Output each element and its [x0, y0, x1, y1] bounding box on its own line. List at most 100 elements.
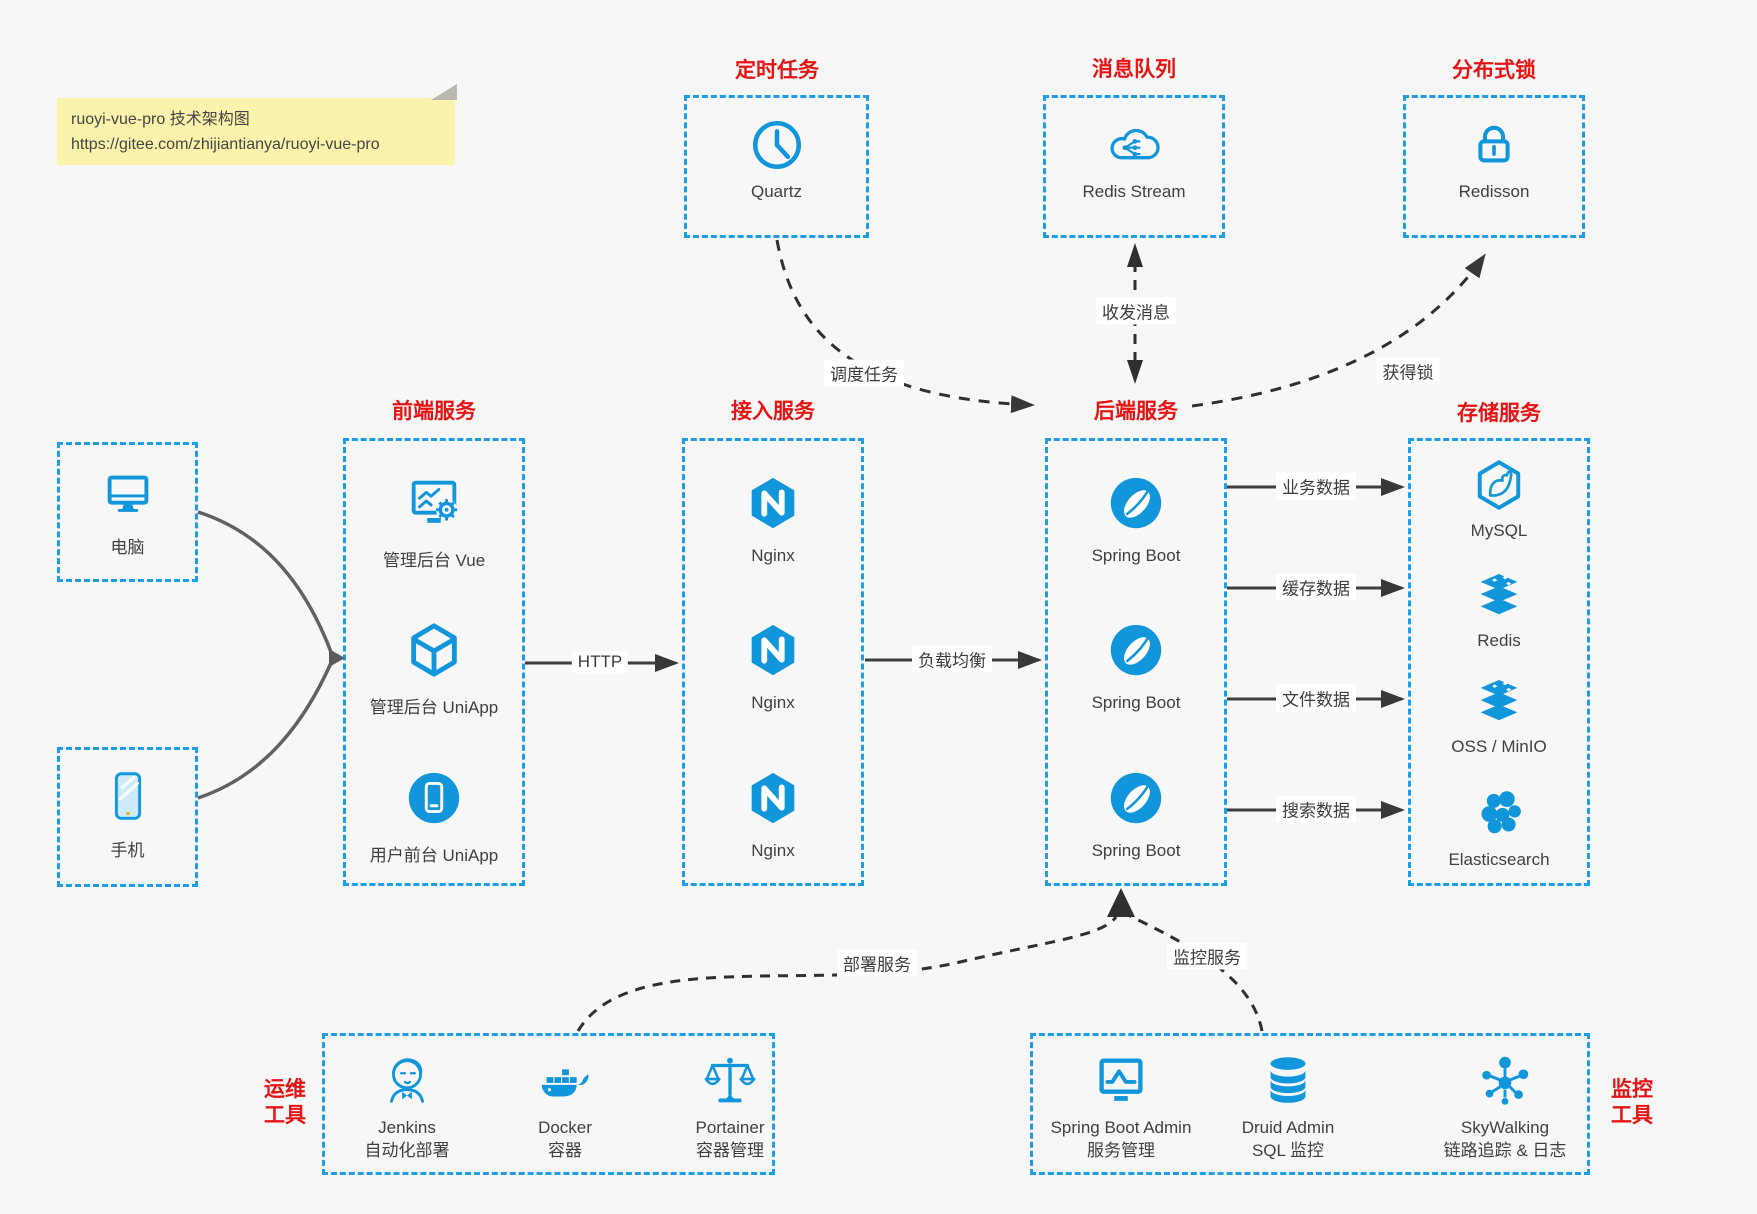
ops-label-line1: 运维: [264, 1078, 306, 1101]
edge-label-messages: 收发消息: [1096, 297, 1176, 325]
monitor-tools-box: Spring Boot Admin 服务管理 Druid Admin SQL 监…: [1030, 1033, 1590, 1175]
skywalking-name: SkyWalking: [1460, 1118, 1550, 1137]
edge-label-search-data: 搜索数据: [1276, 795, 1356, 823]
admin-uniapp-label: 管理后台 UniApp: [369, 698, 499, 717]
group-title-distributed-lock: 分布式锁: [1452, 59, 1536, 82]
druid-admin-item: Druid Admin SQL 监控: [1183, 1050, 1393, 1162]
skywalking-desc: 链路追踪 & 日志: [1443, 1141, 1567, 1160]
nginx-icon: [751, 477, 795, 529]
spring-boot-icon: [1110, 477, 1162, 529]
access-box: Nginx Nginx Nginx: [682, 438, 864, 886]
mysql-label: MySQL: [1470, 521, 1528, 540]
mysql-icon: [1477, 460, 1521, 510]
quartz-item: Quartz: [687, 116, 866, 202]
column-title-backend: 后端服务: [1094, 400, 1178, 423]
docker-name: Docker: [538, 1118, 592, 1137]
quartz-label: Quartz: [750, 182, 803, 201]
jenkins-item: Jenkins 自动化部署: [302, 1050, 512, 1162]
monitor-label-line2: 工具: [1611, 1104, 1653, 1127]
portainer-scales-icon: [704, 1057, 756, 1103]
redisson-label: Redisson: [1458, 182, 1530, 201]
note-title: ruoyi-vue-pro 技术架构图: [71, 111, 250, 128]
spring-boot-icon: [1110, 772, 1162, 824]
elasticsearch-label: Elasticsearch: [1448, 850, 1550, 869]
spring-boot-label: Spring Boot: [1091, 841, 1181, 860]
sticky-note: ruoyi-vue-pro 技术架构图 https://gitee.com/zh…: [57, 84, 457, 165]
messages-arrowhead-top: [1127, 243, 1143, 267]
edge-label-acquire-lock: 获得锁: [1376, 357, 1440, 385]
phone-client-label: 手机: [110, 841, 145, 860]
mysql-item: MySQL: [1411, 457, 1587, 541]
redisson-box: Redisson: [1403, 95, 1585, 238]
user-uniapp-label: 用户前台 UniApp: [369, 846, 499, 865]
admin-vue-item: 管理后台 Vue: [346, 472, 522, 571]
deploy-monitor-arrowhead: [1107, 888, 1135, 917]
column-title-access: 接入服务: [731, 400, 815, 423]
redis-label: Redis: [1477, 631, 1521, 650]
edge-phone-to-frontend: [197, 662, 333, 800]
edge-label-file-data: 文件数据: [1276, 684, 1356, 712]
redis-stream-label: Redis Stream: [1082, 182, 1186, 201]
skywalking-item: SkyWalking 链路追踪 & 日志: [1400, 1050, 1610, 1162]
edge-acquire-lock-curve: [1191, 253, 1486, 408]
jenkins-name: Jenkins: [378, 1118, 436, 1137]
user-app-icon: [408, 772, 460, 824]
docker-desc: 容器: [548, 1141, 582, 1160]
oss-item: OSS / MinIO: [1411, 673, 1587, 757]
nginx-label: Nginx: [751, 546, 795, 565]
spring-boot-icon: [1110, 624, 1162, 676]
note-url: https://gitee.com/zhijiantianya/ruoyi-vu…: [71, 136, 380, 153]
docker-icon: [541, 1069, 589, 1097]
frontend-box: 管理后台 Vue 管理后台 UniApp 用户前台 UniApp: [343, 438, 525, 886]
oss-label: OSS / MinIO: [1451, 737, 1547, 756]
pc-client-box: 电脑: [57, 442, 198, 582]
spring-boot-label: Spring Boot: [1091, 693, 1181, 712]
nginx-label: Nginx: [751, 693, 795, 712]
quartz-box: Quartz: [684, 95, 869, 238]
elasticsearch-icon: [1481, 791, 1521, 834]
nginx-icon: [751, 624, 795, 676]
redis-stack-icon: [1480, 574, 1518, 615]
nginx-item: Nginx: [685, 619, 861, 713]
group-title-scheduled-tasks: 定时任务: [735, 59, 819, 82]
column-title-storage: 存储服务: [1457, 402, 1541, 425]
edge-label-load-balance: 负载均衡: [912, 645, 992, 673]
uniapp-cube-icon: [411, 623, 457, 677]
column-title-frontend: 前端服务: [392, 400, 476, 423]
spring-boot-item: Spring Boot: [1048, 619, 1224, 713]
admin-vue-label: 管理后台 Vue: [382, 551, 486, 570]
nginx-item: Nginx: [685, 472, 861, 566]
portainer-desc: 容器管理: [696, 1141, 764, 1160]
spring-boot-admin-name: Spring Boot Admin: [1050, 1118, 1192, 1137]
edge-schedule-task-curve: [775, 239, 1035, 414]
skywalking-trace-icon: [1482, 1056, 1529, 1105]
user-uniapp-item: 用户前台 UniApp: [346, 767, 522, 866]
edge-pc-to-frontend: [197, 510, 333, 653]
storage-box: MySQL Redis OSS / MinIO: [1408, 438, 1590, 886]
spring-boot-admin-desc: 服务管理: [1087, 1141, 1155, 1160]
spring-boot-admin-icon: [1099, 1058, 1143, 1101]
note-fold-corner: [431, 84, 457, 100]
spring-boot-item: Spring Boot: [1048, 472, 1224, 566]
spring-boot-item: Spring Boot: [1048, 767, 1224, 861]
redisson-item: Redisson: [1406, 116, 1582, 202]
phone-client-box: 手机: [57, 747, 198, 887]
phone-client-item: 手机: [60, 766, 195, 861]
cloud-message-icon: [1110, 128, 1160, 160]
nginx-icon: [751, 772, 795, 824]
redis-stream-box: Redis Stream: [1043, 95, 1225, 238]
docker-item: Docker 容器: [460, 1050, 670, 1162]
spring-boot-admin-item: Spring Boot Admin 服务管理: [1016, 1050, 1226, 1162]
admin-uniapp-item: 管理后台 UniApp: [346, 619, 522, 718]
druid-admin-name: Druid Admin: [1241, 1118, 1335, 1137]
pc-client-label: 电脑: [110, 538, 145, 557]
elasticsearch-item: Elasticsearch: [1411, 786, 1587, 870]
lock-icon: [1478, 125, 1510, 163]
edge-label-http: HTTP: [571, 651, 629, 673]
jenkins-desc: 自动化部署: [364, 1141, 450, 1160]
group-title-message-queue: 消息队列: [1092, 58, 1176, 81]
nginx-item: Nginx: [685, 767, 861, 861]
monitor-label-line1: 监控: [1611, 1078, 1653, 1101]
portainer-name: Portainer: [695, 1118, 765, 1137]
edge-label-monitor: 监控服务: [1167, 942, 1247, 970]
